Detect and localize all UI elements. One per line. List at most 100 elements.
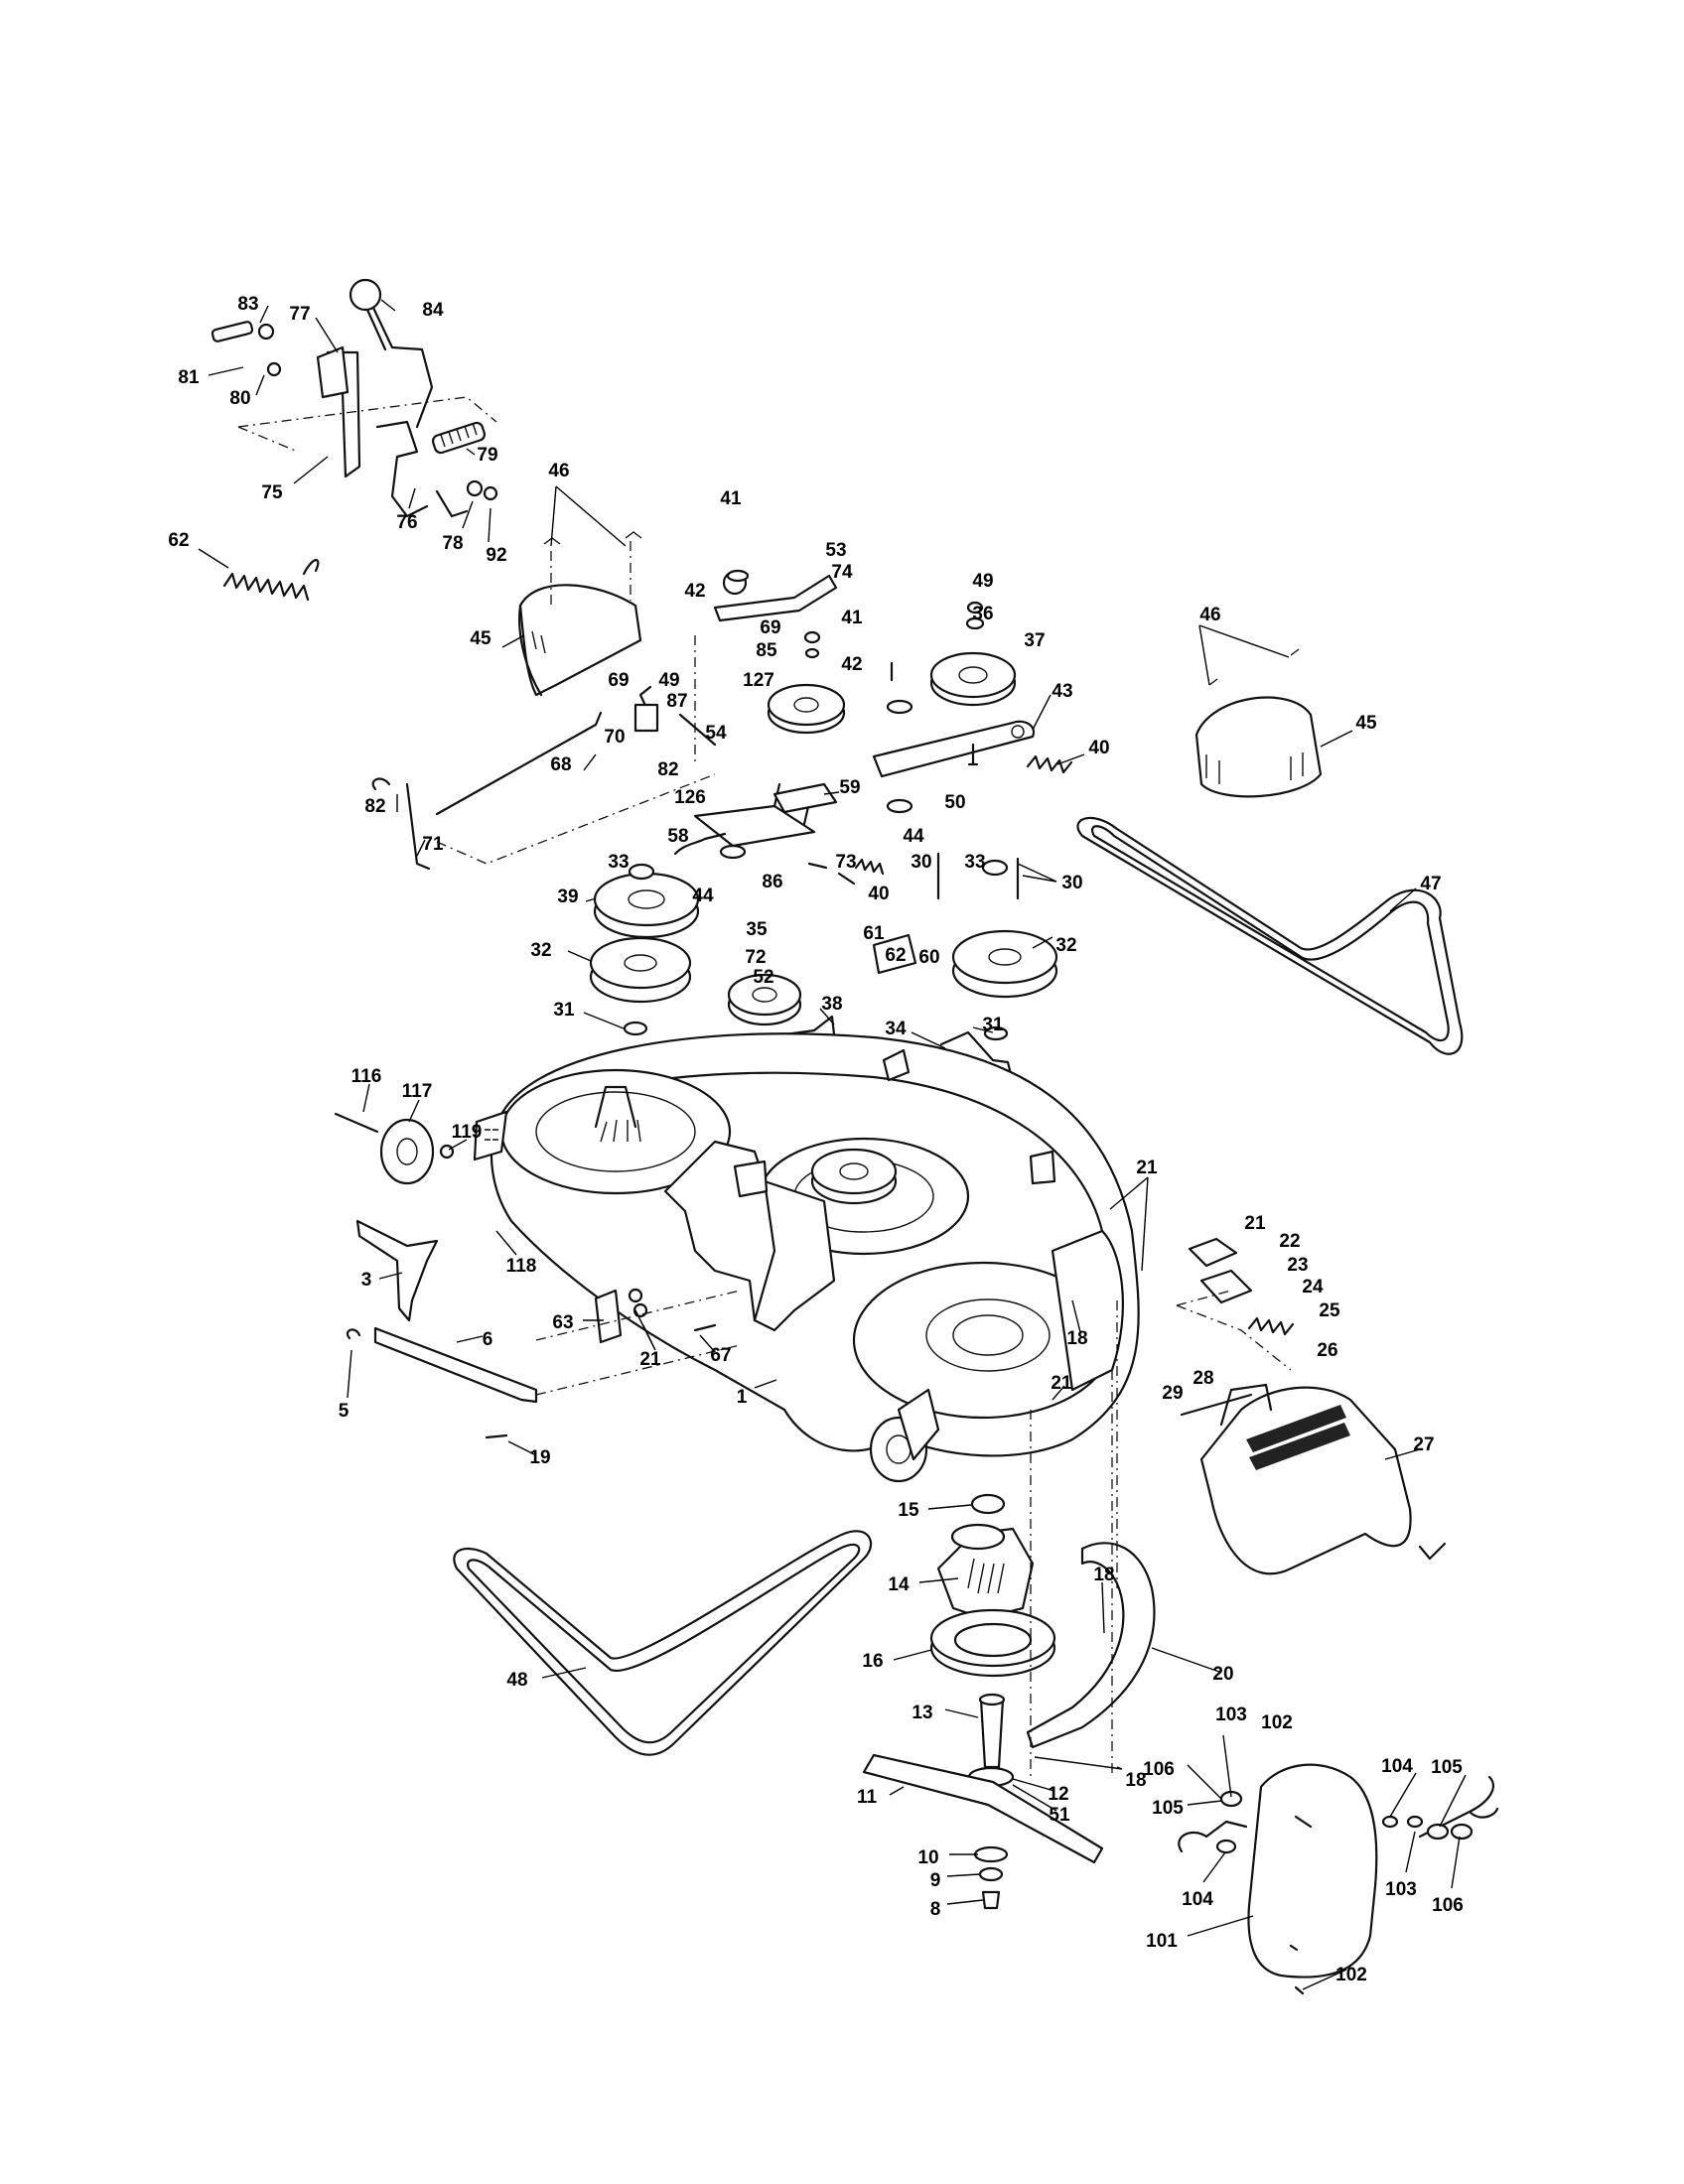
part-callout-6: 6 <box>483 1329 493 1350</box>
callout-leader-lines <box>198 299 1467 1990</box>
part-callout-101: 101 <box>1146 1931 1178 1952</box>
part-callout-13: 13 <box>912 1703 932 1723</box>
mower-belt-48 <box>453 1530 873 1756</box>
chute-spring-bracket <box>1176 1237 1295 1371</box>
part-callout-18: 18 <box>1125 1770 1146 1791</box>
part-callout-45: 45 <box>1355 713 1377 734</box>
part-callout-48: 48 <box>506 1670 527 1691</box>
mower-blade <box>862 1753 1104 1910</box>
part-callout-118: 118 <box>506 1256 537 1277</box>
part-callout-5: 5 <box>339 1401 350 1422</box>
part-callout-104: 104 <box>1182 1889 1213 1910</box>
part-callout-27: 27 <box>1413 1434 1434 1455</box>
part-callout-53: 53 <box>825 540 846 561</box>
part-callout-105: 105 <box>1431 1757 1463 1778</box>
part-callout-52: 52 <box>753 967 773 988</box>
part-callout-33: 33 <box>608 852 629 873</box>
part-callout-116: 116 <box>351 1066 382 1087</box>
part-callout-63: 63 <box>552 1312 573 1333</box>
part-callout-61: 61 <box>863 923 885 944</box>
part-callout-21: 21 <box>1051 1373 1072 1394</box>
lift-spring <box>222 559 320 602</box>
deck-lift-lever-assembly <box>210 278 498 518</box>
part-callout-44: 44 <box>692 886 714 906</box>
part-callout-103: 103 <box>1215 1705 1247 1725</box>
part-callout-25: 25 <box>1319 1300 1340 1321</box>
part-callout-69: 69 <box>760 617 780 638</box>
part-callout-49: 49 <box>972 571 993 592</box>
front-hanger-bracket <box>346 1219 741 1439</box>
part-callout-44: 44 <box>903 826 924 847</box>
part-callout-81: 81 <box>178 367 200 388</box>
idler-bracket-assembly <box>673 782 885 876</box>
part-callout-36: 36 <box>972 604 993 624</box>
part-callout-74: 74 <box>831 562 853 583</box>
idler-pulley-37 <box>929 651 1017 707</box>
part-callout-77: 77 <box>289 304 310 325</box>
part-callout-104: 104 <box>1381 1756 1413 1777</box>
part-callout-14: 14 <box>888 1574 910 1595</box>
belt-cover-right <box>1194 648 1323 798</box>
hardware-small-parts <box>623 569 1020 1041</box>
part-callout-33: 33 <box>964 852 985 873</box>
part-callout-106: 106 <box>1432 1895 1464 1916</box>
part-callout-46: 46 <box>548 461 569 481</box>
part-callout-105: 105 <box>1152 1798 1184 1819</box>
part-callout-42: 42 <box>841 654 862 675</box>
idler-pulley-52 <box>727 973 802 1026</box>
part-callout-67: 67 <box>710 1345 731 1366</box>
part-callout-19: 19 <box>529 1447 550 1468</box>
part-callout-21: 21 <box>1136 1158 1158 1178</box>
part-callout-22: 22 <box>1279 1231 1300 1252</box>
part-callout-72: 72 <box>745 947 766 968</box>
part-callout-127: 127 <box>743 670 774 691</box>
part-callout-47: 47 <box>1420 874 1441 894</box>
part-callout-86: 86 <box>762 872 782 892</box>
part-callout-117: 117 <box>402 1081 433 1102</box>
deck-baffle <box>1026 1300 1156 1777</box>
part-callout-92: 92 <box>486 545 506 566</box>
part-callout-32: 32 <box>1055 935 1076 956</box>
part-callout-28: 28 <box>1193 1368 1213 1389</box>
part-callout-76: 76 <box>396 512 417 533</box>
part-callout-30: 30 <box>1061 873 1082 893</box>
idler-pulley-127 <box>767 683 846 735</box>
part-callout-84: 84 <box>422 300 444 321</box>
part-callout-35: 35 <box>746 919 768 940</box>
part-callout-41: 41 <box>841 608 863 628</box>
part-callout-69: 69 <box>608 670 629 691</box>
part-callout-15: 15 <box>898 1500 919 1521</box>
part-callout-78: 78 <box>442 533 463 554</box>
part-callout-87: 87 <box>666 691 687 712</box>
part-callout-58: 58 <box>667 826 688 847</box>
part-callout-16: 16 <box>862 1651 883 1672</box>
part-callout-10: 10 <box>917 1847 938 1868</box>
part-callout-9: 9 <box>930 1870 941 1891</box>
spindle-pulley-39 <box>593 872 700 939</box>
part-callout-79: 79 <box>477 445 497 466</box>
part-callout-31: 31 <box>553 1000 575 1021</box>
idler-arm <box>872 720 1036 778</box>
part-callout-23: 23 <box>1287 1255 1308 1276</box>
spindle-pulley-32-right <box>951 929 1058 999</box>
part-callout-32: 32 <box>530 940 551 961</box>
part-callout-21: 21 <box>639 1349 661 1370</box>
part-callout-119: 119 <box>452 1122 483 1143</box>
part-callout-42: 42 <box>684 581 705 602</box>
part-callout-49: 49 <box>658 670 679 691</box>
part-callout-24: 24 <box>1302 1277 1324 1297</box>
part-callout-82: 82 <box>364 796 385 817</box>
part-callout-18: 18 <box>1066 1328 1087 1349</box>
part-callout-102: 102 <box>1261 1712 1293 1733</box>
mower-deck-housing <box>473 1032 1140 1483</box>
part-callout-103: 103 <box>1385 1879 1417 1900</box>
part-callout-83: 83 <box>237 294 258 315</box>
part-callout-38: 38 <box>821 994 842 1015</box>
spindle-pulley-32-left <box>589 936 692 1004</box>
part-callout-75: 75 <box>261 482 283 503</box>
part-callout-11: 11 <box>857 1787 878 1808</box>
part-callout-34: 34 <box>885 1019 907 1039</box>
part-callout-18: 18 <box>1093 1565 1114 1585</box>
discharge-chute <box>1180 1383 1447 1575</box>
